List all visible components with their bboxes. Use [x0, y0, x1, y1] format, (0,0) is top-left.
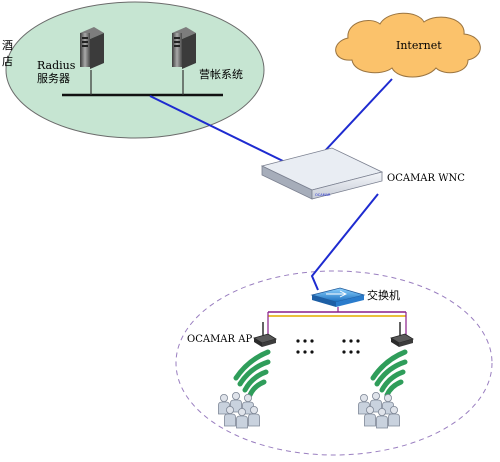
user-group-right-icon	[358, 391, 400, 429]
ap-label: OCAMAR AP	[187, 334, 253, 345]
radius-server-icon	[80, 27, 104, 69]
access-point-left-icon	[253, 322, 277, 347]
switch-label: 交换机	[367, 289, 400, 302]
hotel-label: 酒店	[2, 39, 13, 68]
more-aps-ellipsis	[296, 339, 360, 354]
internet-to-wnc-link	[321, 78, 393, 155]
radius-label-line2: 服务器	[37, 72, 70, 85]
wifi-signal-right-icon	[370, 349, 408, 398]
hotel-zone	[5, 1, 265, 139]
switch-icon	[310, 287, 366, 307]
access-point-right-icon	[390, 322, 414, 347]
radius-label-line1: Radius	[37, 59, 76, 72]
wnc-router-icon: OCAMAR	[260, 147, 384, 200]
wireless-coverage-zone	[175, 270, 493, 456]
wifi-signal-left-icon	[233, 349, 271, 398]
radius-label: Radius 服务器	[37, 59, 75, 85]
hotel-label-char1: 酒店	[2, 38, 14, 70]
wnc-label: OCAMAR WNC	[387, 173, 465, 184]
wnc-brand-text: OCAMAR	[315, 193, 331, 197]
billing-server-icon	[172, 27, 196, 69]
ap-distribution-lines	[267, 307, 407, 335]
hotel-to-wnc-link	[149, 95, 286, 163]
wnc-to-switch-link	[310, 193, 379, 291]
internet-cloud-icon	[335, 12, 481, 78]
network-links	[149, 78, 393, 291]
user-group-left-icon	[218, 391, 260, 429]
internet-label: Internet	[396, 39, 442, 52]
billing-system-label: 营帐系统	[199, 68, 243, 81]
